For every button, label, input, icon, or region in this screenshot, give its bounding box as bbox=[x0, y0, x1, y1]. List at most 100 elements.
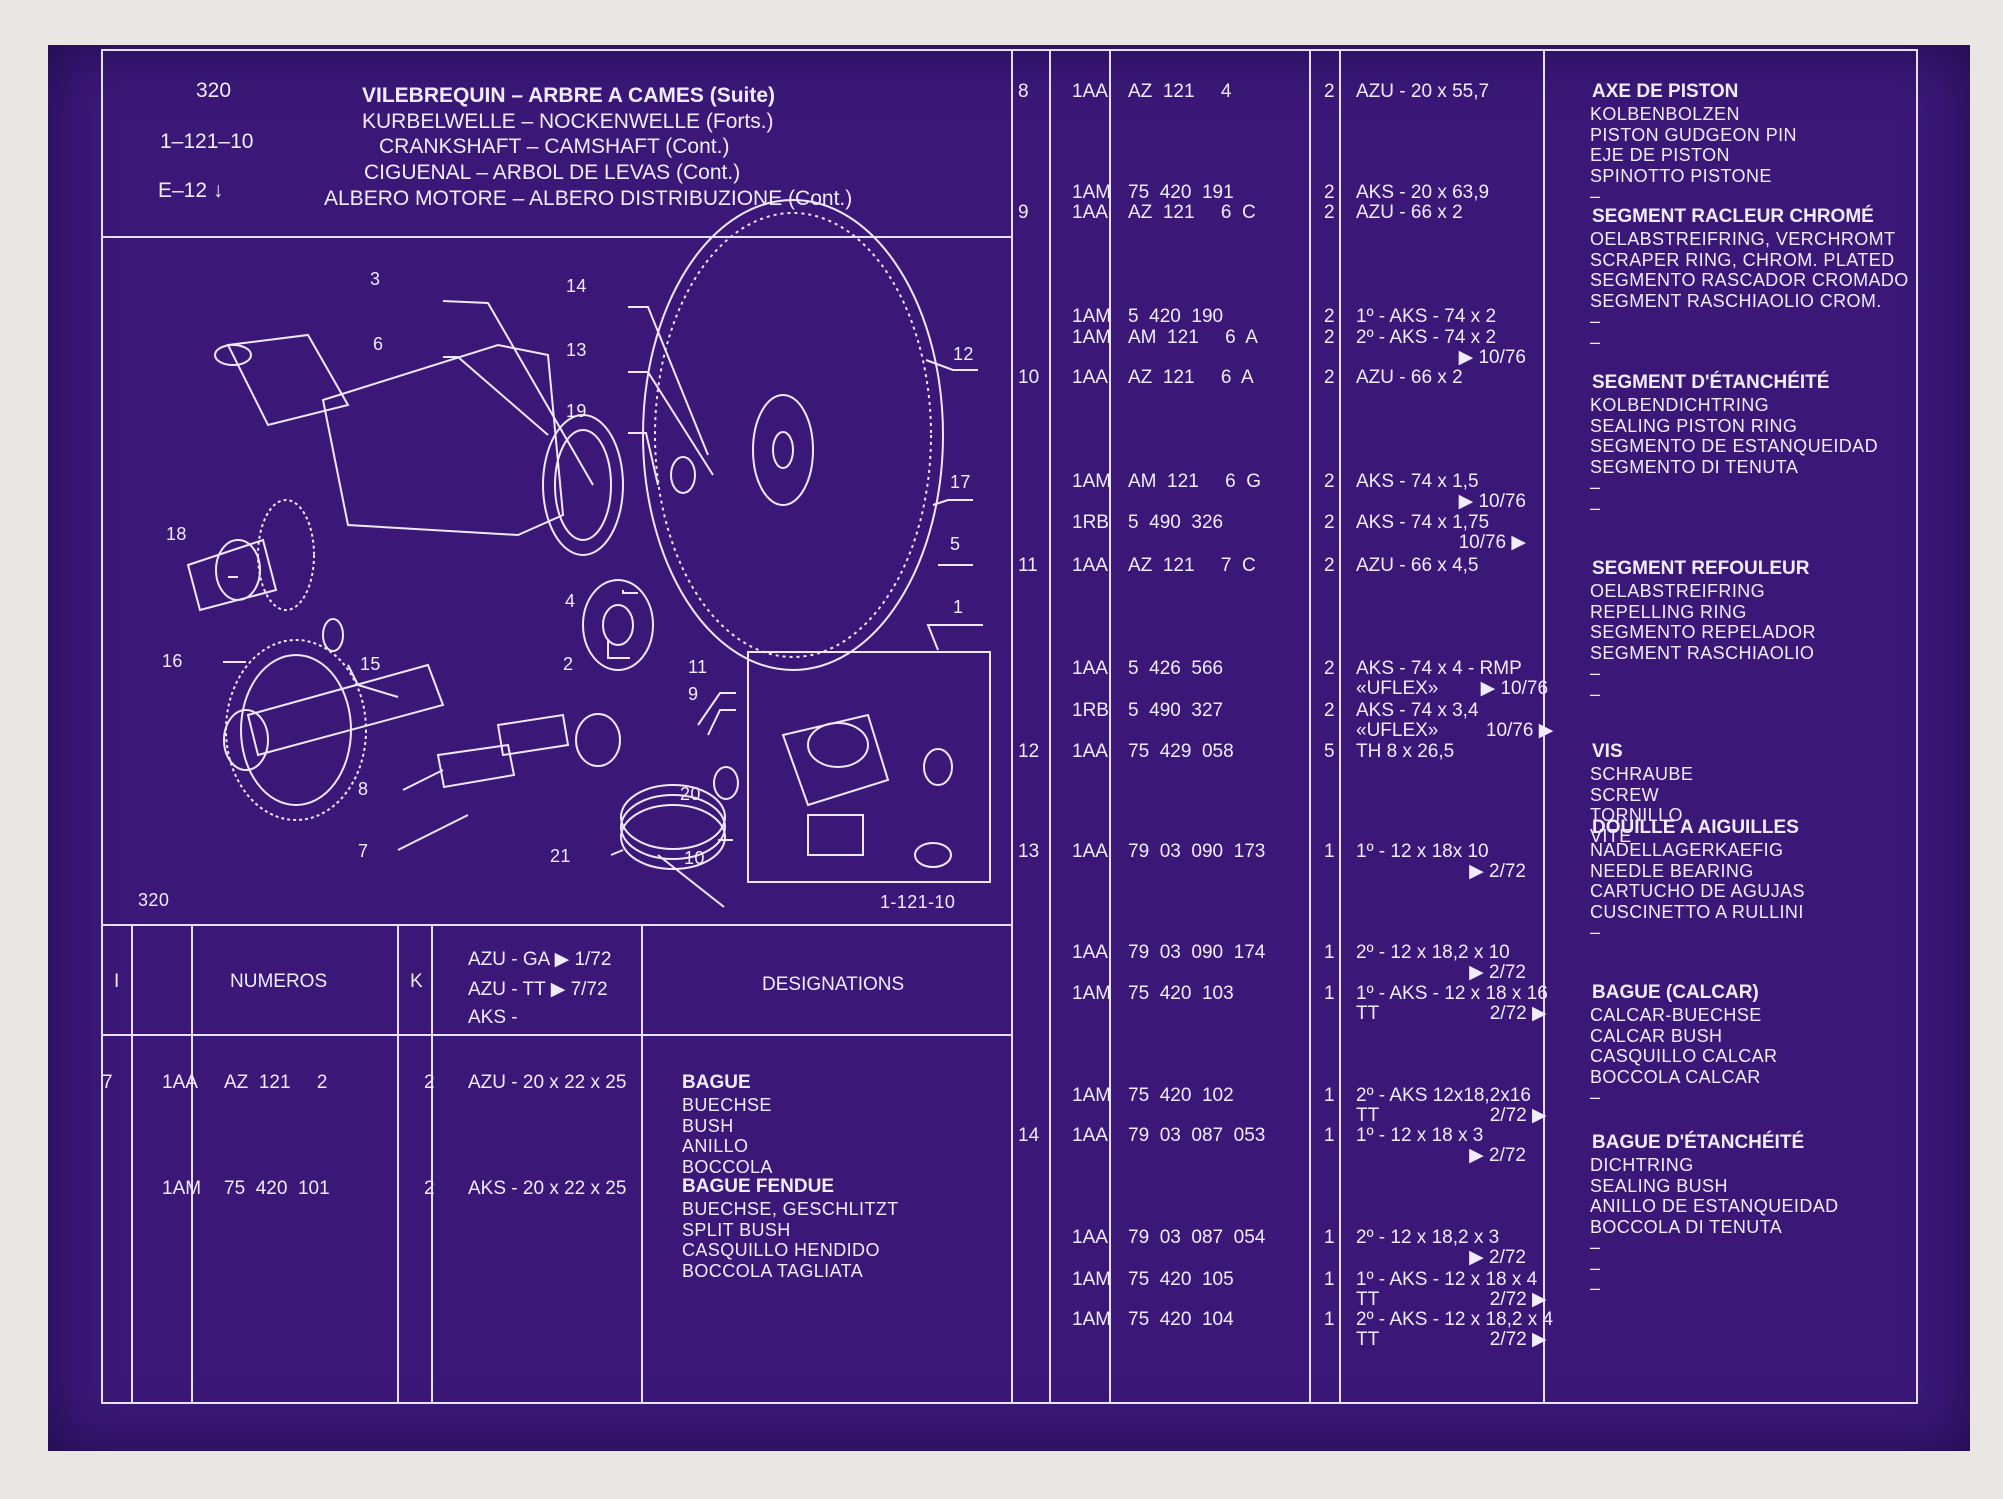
row-index: 14 bbox=[1018, 1125, 1040, 1146]
part-prefix: 1AM bbox=[1072, 306, 1112, 327]
designation-line: VITE bbox=[1590, 825, 1632, 846]
part-prefix: 1AA bbox=[1072, 658, 1108, 679]
designation-line: SCRAPER RING, CHROM. PLATED bbox=[1590, 249, 1895, 270]
designation-line: CUSCINETTO A RULLINI bbox=[1590, 901, 1804, 922]
inset-assembly-box bbox=[747, 651, 991, 883]
callout-16: 16 bbox=[162, 651, 183, 671]
designation-title: SEGMENT REFOULEUR bbox=[1592, 558, 1810, 579]
flywheel-teeth bbox=[654, 212, 932, 658]
callout-4: 4 bbox=[565, 591, 576, 611]
callout-12: 12 bbox=[953, 344, 974, 364]
designation-line: SEALING BUSH bbox=[1590, 1175, 1728, 1196]
part-number: AZ 121 7 C bbox=[1128, 555, 1256, 576]
callout-17: 17 bbox=[950, 472, 971, 492]
column-header-models-2: AZU - TT ▶ 7/72 bbox=[468, 979, 608, 1000]
part-number: 5 490 326 bbox=[1128, 512, 1224, 533]
part-prefix: 1AM bbox=[1072, 1309, 1112, 1330]
designation-line: SCREW bbox=[1590, 784, 1659, 805]
part-prefix: 1AA bbox=[1072, 741, 1108, 762]
model-spec: AZU - 20 x 55,7 bbox=[1356, 81, 1490, 102]
quantity: 2 bbox=[1324, 327, 1335, 348]
callout-21: 21 bbox=[550, 846, 571, 866]
part-prefix: 1AM bbox=[1072, 1085, 1112, 1106]
quantity: 2 bbox=[1324, 512, 1335, 533]
part-prefix: 1RB bbox=[1072, 512, 1109, 533]
callout-3: 3 bbox=[370, 269, 381, 289]
part-number: 5 426 566 bbox=[1128, 658, 1224, 679]
row-index: 13 bbox=[1018, 841, 1040, 862]
quantity: 2 bbox=[1324, 471, 1335, 492]
callout-1: 1 bbox=[953, 597, 964, 617]
quantity: 1 bbox=[1324, 841, 1335, 862]
designation-line: – bbox=[1590, 1087, 1601, 1107]
flywheel-ring bbox=[642, 199, 944, 671]
model-spec: 1º - AKS - 74 x 2 bbox=[1356, 306, 1497, 327]
part-number: 75 420 103 bbox=[1128, 983, 1234, 1004]
column-header-k: K bbox=[410, 971, 423, 992]
callout-11: 11 bbox=[688, 657, 708, 677]
quantity: 1 bbox=[1324, 1269, 1335, 1290]
part-prefix: 1AM bbox=[1072, 983, 1112, 1004]
quantity: 2 bbox=[1324, 306, 1335, 327]
part-prefix: 1AM bbox=[1072, 1269, 1112, 1290]
quantity: 1 bbox=[1324, 1309, 1335, 1330]
designation-line: CASQUILLO HENDIDO bbox=[682, 1240, 880, 1260]
row-index: 12 bbox=[1018, 741, 1040, 762]
model-spec: AKS - 74 x 1,5 bbox=[1356, 471, 1479, 492]
callout-13: 13 bbox=[566, 340, 587, 360]
title-german: KURBELWELLE – NOCKENWELLE (Forts.) bbox=[362, 110, 774, 133]
quantity: 5 bbox=[1324, 741, 1335, 762]
model-spec: AKS - 20 x 22 x 25 bbox=[468, 1178, 627, 1199]
quantity: 2 bbox=[1324, 700, 1335, 721]
part-prefix: 1AA bbox=[1072, 367, 1108, 388]
model-spec-note: «UFLEX» ▶ 10/76 bbox=[1356, 678, 1549, 699]
table-grid bbox=[101, 49, 1918, 1404]
part-prefix: 1AA bbox=[1072, 942, 1108, 963]
callout-14: 14 bbox=[566, 276, 587, 296]
row-index: 8 bbox=[1018, 81, 1029, 102]
part-number: 79 03 087 053 bbox=[1128, 1125, 1266, 1146]
designation-line: KOLBENBOLZEN bbox=[1590, 104, 1740, 124]
designation-line: – bbox=[1590, 1237, 1601, 1257]
designation-line: BOCCOLA CALCAR bbox=[1590, 1066, 1761, 1087]
designation-line: – bbox=[1590, 186, 1601, 206]
designation-line: DICHTRING bbox=[1590, 1155, 1694, 1175]
model-spec: TH 8 x 26,5 bbox=[1356, 741, 1455, 762]
model-spec: AKS - 74 x 1,75 bbox=[1356, 512, 1490, 533]
model-spec-note: TT 2/72 ▶ bbox=[1356, 1329, 1547, 1350]
designation-title: AXE DE PISTON bbox=[1592, 81, 1739, 102]
model-spec-note: TT 2/72 ▶ bbox=[1356, 1105, 1547, 1126]
cam-gear bbox=[225, 639, 367, 821]
quantity: 1 bbox=[1324, 1125, 1335, 1146]
part-number: 75 420 104 bbox=[1128, 1309, 1234, 1330]
part-prefix: 1AA bbox=[1072, 841, 1108, 862]
part-prefix: 1AA bbox=[1072, 81, 1108, 102]
designation-line: – bbox=[1590, 922, 1601, 942]
bush-housing bbox=[582, 579, 654, 671]
designation-line: CARTUCHO DE AGUJAS bbox=[1590, 881, 1805, 901]
designation-line: – bbox=[1590, 683, 1601, 704]
callout-15: 15 bbox=[360, 654, 381, 674]
part-prefix: 1AA bbox=[1072, 202, 1108, 223]
model-spec: 1º - 12 x 18 x 3 bbox=[1356, 1125, 1484, 1146]
crank-gear bbox=[257, 499, 315, 611]
part-prefix: 1AM bbox=[1072, 471, 1112, 492]
grid-reference: E–12 ↓ bbox=[158, 179, 224, 202]
part-number: 79 03 090 173 bbox=[1128, 841, 1266, 862]
model-spec-note: TT 2/72 ▶ bbox=[1356, 1003, 1547, 1024]
quantity: 1 bbox=[1324, 983, 1335, 1004]
part-prefix: 1AA bbox=[162, 1072, 198, 1093]
model-spec-note: TT 2/72 ▶ bbox=[1356, 1289, 1547, 1310]
model-spec: AZU - 66 x 2 bbox=[1356, 367, 1463, 388]
designation-line: CALCAR BUSH bbox=[1590, 1025, 1723, 1046]
title-italian: ALBERO MOTORE – ALBERO DISTRIBUZIONE (Co… bbox=[324, 187, 853, 210]
quantity: 2 bbox=[1324, 658, 1335, 679]
callout-5: 5 bbox=[950, 534, 961, 554]
part-number: AM 121 6 G bbox=[1128, 471, 1262, 492]
part-number: AZ 121 4 bbox=[1128, 81, 1232, 102]
quantity: 2 bbox=[424, 1072, 435, 1093]
model-spec: 2º - AKS 12x18,2x16 bbox=[1356, 1085, 1531, 1106]
part-number: 5 420 190 bbox=[1128, 306, 1224, 327]
part-number: AZ 121 2 bbox=[224, 1072, 328, 1093]
designation-line: SEALING PISTON RING bbox=[1590, 415, 1798, 436]
